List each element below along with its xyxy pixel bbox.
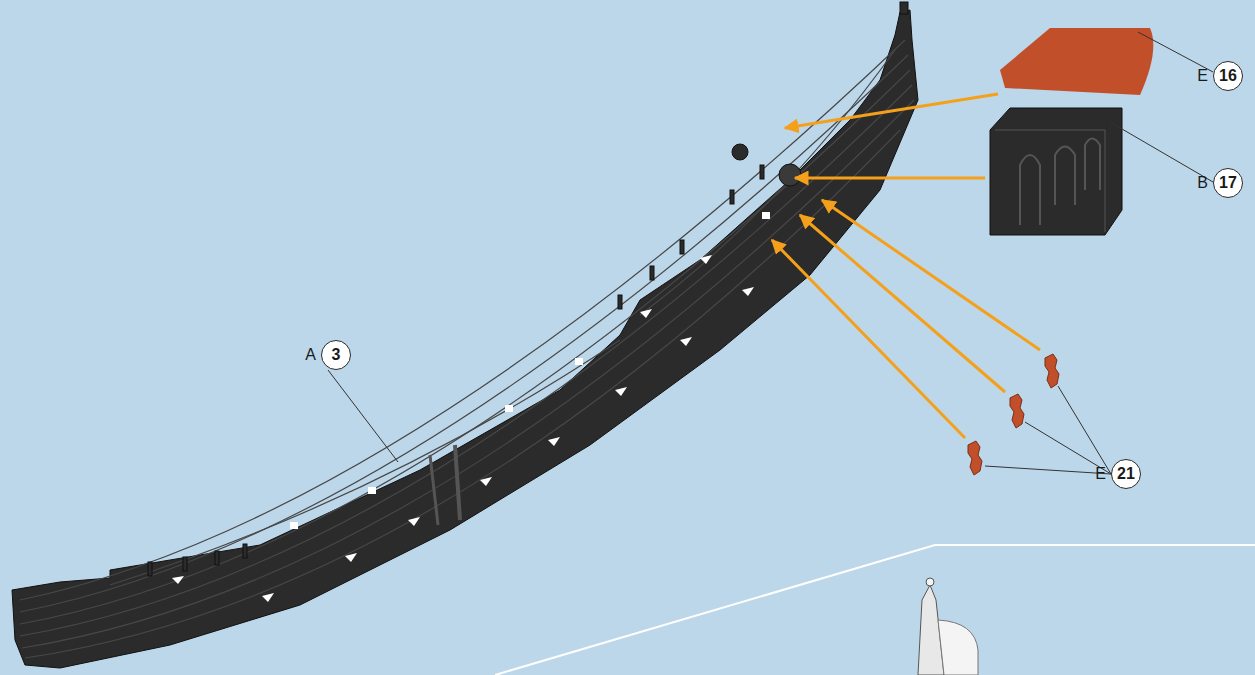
callout-number: 3 xyxy=(321,340,351,370)
callout-number: 17 xyxy=(1213,168,1243,198)
leader-line xyxy=(328,32,1213,474)
panel-divider xyxy=(495,545,1255,675)
part-letter: A xyxy=(305,346,316,364)
part-letter: E xyxy=(1197,67,1208,85)
part-e16 xyxy=(1000,28,1153,95)
part-letter: E xyxy=(1095,465,1106,483)
part-b17 xyxy=(990,108,1122,235)
callout: B 17 xyxy=(1197,168,1243,198)
callout-number: 16 xyxy=(1213,61,1243,91)
callout: E 16 xyxy=(1197,61,1243,91)
callout: A3 xyxy=(305,340,351,370)
next-step-figure xyxy=(918,578,978,675)
part-letter: B xyxy=(1197,174,1208,192)
assembly-arrow xyxy=(772,94,1040,438)
callout: E 21 xyxy=(1095,459,1141,489)
callout-number: 21 xyxy=(1111,459,1141,489)
hull-side xyxy=(12,2,918,668)
